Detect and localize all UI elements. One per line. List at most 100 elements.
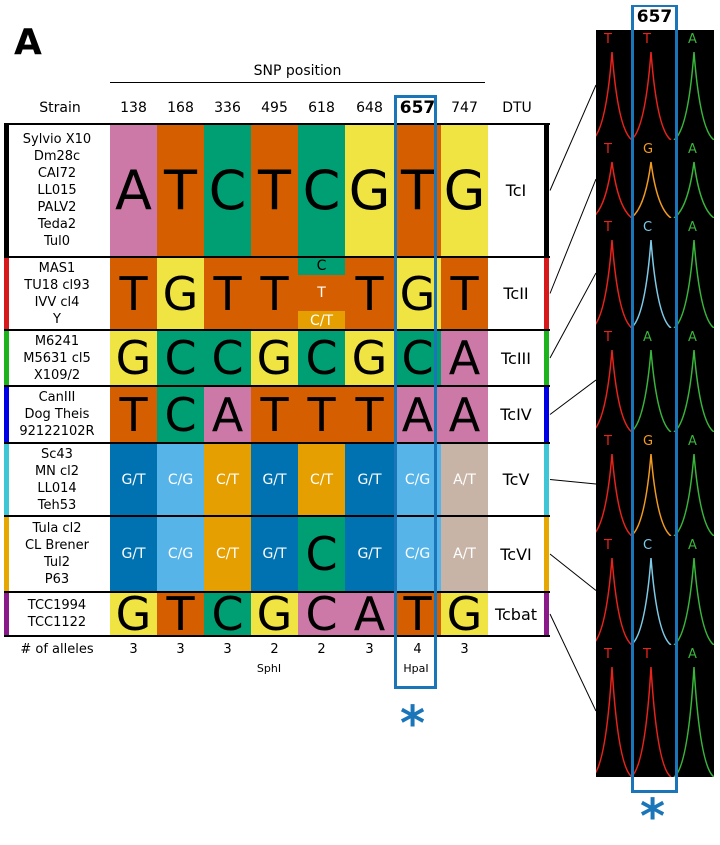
connector-line bbox=[549, 84, 596, 191]
dtu-color-bar-left bbox=[4, 592, 9, 636]
trace-peak bbox=[673, 453, 714, 536]
dtu-color-bar-left bbox=[4, 330, 9, 386]
snp-cell-168: G bbox=[157, 257, 204, 330]
allele-count-618: 2 bbox=[317, 642, 326, 657]
row-separator bbox=[4, 442, 550, 444]
trace-base-letter: T bbox=[604, 142, 612, 157]
dtu-color-bar-right bbox=[544, 330, 549, 386]
snp-cell-495: G bbox=[251, 592, 298, 636]
allele-count-495: 2 bbox=[270, 642, 279, 657]
snp-cell-618: T bbox=[298, 386, 345, 443]
snp-cell-618: C bbox=[298, 592, 345, 636]
snp-cell-336: C bbox=[204, 124, 251, 257]
strain-name: LL015 bbox=[37, 183, 77, 198]
trace-peak bbox=[630, 239, 672, 328]
enzyme-hpai: HpaI bbox=[403, 662, 429, 675]
row-separator bbox=[4, 635, 550, 637]
strain-name: Tul2 bbox=[43, 555, 71, 570]
snp-cell-747: G bbox=[441, 592, 488, 636]
snp-cell-168: C/G bbox=[157, 516, 204, 592]
snp-cell-657: A bbox=[394, 386, 441, 443]
snp-cell-495: G/T bbox=[251, 516, 298, 592]
trace-peak bbox=[673, 349, 714, 432]
strain-name: Teh53 bbox=[37, 497, 77, 513]
allele-count-168: 3 bbox=[176, 642, 185, 657]
strain-name: Dm28c bbox=[33, 149, 81, 164]
snp-cell-168: C bbox=[157, 386, 204, 443]
snp-cell-657: T bbox=[394, 124, 441, 257]
connector-line bbox=[549, 479, 596, 485]
strain-name: M5631 cl5 bbox=[23, 350, 91, 366]
trace-base-letter: C bbox=[643, 220, 653, 235]
trace-base-letter: T bbox=[604, 647, 612, 662]
strain-name: Teda2 bbox=[37, 217, 77, 232]
snp-cell-168: C/G bbox=[157, 443, 204, 516]
trace-peak bbox=[673, 51, 714, 140]
snp-cell-336: A bbox=[204, 386, 251, 443]
trace-base-letter: A bbox=[688, 330, 697, 345]
dtu-color-bar-right bbox=[544, 516, 549, 592]
strain-name: CL Brener bbox=[24, 538, 89, 553]
connector-line bbox=[549, 379, 596, 415]
header-position-657: 657 bbox=[399, 98, 436, 118]
allele-count-336: 3 bbox=[223, 642, 232, 657]
snp-cell-138: T bbox=[110, 386, 157, 443]
strain-name: Dog Theis bbox=[24, 407, 90, 422]
dtu-label-TcII: TcII bbox=[503, 284, 529, 303]
header-position-336: 336 bbox=[214, 100, 241, 116]
snp-cell-648: A bbox=[345, 592, 394, 636]
allele-count-657: 4 bbox=[413, 642, 422, 657]
strain-name: X109/2 bbox=[33, 367, 81, 383]
panel-label: A bbox=[14, 22, 42, 63]
trace-base-letter: A bbox=[688, 32, 697, 47]
dtu-color-bar-right bbox=[544, 386, 549, 443]
snp-cell-648: T bbox=[345, 386, 394, 443]
dtu-color-bar-left bbox=[4, 124, 9, 257]
trace-base-letter: A bbox=[688, 220, 697, 235]
snp-cell-648: G/T bbox=[345, 443, 394, 516]
header-strain: Strain bbox=[39, 100, 81, 116]
trace-base-letter: T bbox=[604, 538, 612, 553]
row-separator bbox=[4, 256, 550, 258]
snp-cell-138: G bbox=[110, 592, 157, 636]
strain-name: TU18 cl93 bbox=[24, 277, 90, 293]
trace-base-letter: C bbox=[643, 538, 653, 553]
trace-peak bbox=[630, 349, 672, 432]
trace-base-letter: G bbox=[643, 142, 654, 157]
trace-peak bbox=[673, 666, 714, 777]
snp-cell-336: T bbox=[204, 257, 251, 330]
snp-cell-747: A/T bbox=[441, 516, 488, 592]
row-separator bbox=[4, 385, 550, 387]
dtu-color-bar-right bbox=[544, 124, 549, 257]
strain-name: TCC1122 bbox=[27, 615, 87, 630]
snp-cell-168: C bbox=[157, 330, 204, 386]
trace-peak bbox=[596, 51, 633, 140]
snp-cell-747: T bbox=[441, 257, 488, 330]
row-separator bbox=[4, 591, 550, 593]
snp-cell-138: A bbox=[110, 124, 157, 257]
snp-cell-168: T bbox=[157, 592, 204, 636]
snp-cell-168: T bbox=[157, 124, 204, 257]
strain-name: M6241 bbox=[34, 333, 80, 349]
alleles-label: # of alleles bbox=[20, 642, 94, 657]
header-position-138: 138 bbox=[120, 100, 147, 116]
strain-name: CanIII bbox=[38, 390, 76, 405]
dtu-color-bar-left bbox=[4, 443, 9, 516]
trace-base-letter: T bbox=[643, 32, 651, 47]
dtu-color-bar-right bbox=[544, 592, 549, 636]
snp-title-rule bbox=[110, 82, 485, 83]
strain-name: MN cl2 bbox=[34, 463, 80, 479]
snp-cell-138: T bbox=[110, 257, 157, 330]
highlight-box-657 bbox=[394, 95, 437, 689]
strain-name: Sc43 bbox=[41, 446, 73, 462]
trace-base-letter: A bbox=[688, 647, 697, 662]
strain-name: 92122102R bbox=[19, 424, 95, 439]
header-position-618: 618 bbox=[308, 100, 335, 116]
trace-peak bbox=[630, 557, 672, 645]
snp-cell-336: C/T bbox=[204, 516, 251, 592]
